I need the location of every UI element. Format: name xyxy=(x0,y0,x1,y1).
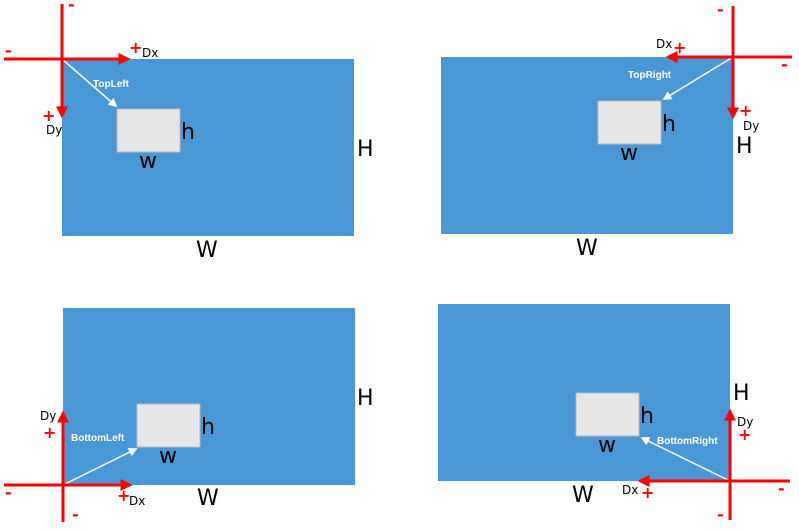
corner-label: BottomRight xyxy=(657,436,718,447)
inner-width-label: w xyxy=(598,433,616,458)
dx-label: Dx xyxy=(129,494,145,508)
inner-rect xyxy=(575,392,640,437)
y-positive-sign: + xyxy=(43,423,56,442)
corner-label: BottomLeft xyxy=(71,433,125,444)
y-negative-sign: - xyxy=(72,505,79,524)
width-label: W xyxy=(196,238,218,263)
dx-label: Dx xyxy=(142,46,158,60)
width-label: W xyxy=(197,486,219,511)
dy-label: Dy xyxy=(743,119,759,133)
corner-label: TopLeft xyxy=(93,79,130,90)
diagram-bottom-right: BottomRight - + Dx - + Dy h w H W xyxy=(438,304,790,524)
corner-label: TopRight xyxy=(628,70,672,81)
dx-label: Dx xyxy=(656,37,672,51)
corner-arrow xyxy=(62,448,138,486)
x-negative-sign: - xyxy=(778,479,785,498)
inner-rect xyxy=(136,403,201,448)
inner-width-label: w xyxy=(139,149,157,174)
canvas-rect xyxy=(63,308,355,485)
y-negative-sign: - xyxy=(68,0,75,14)
inner-rect xyxy=(116,108,181,153)
diagram-bottom-left: BottomLeft - + Dx - + Dy h w H W xyxy=(4,308,374,524)
x-positive-sign: + xyxy=(641,483,654,502)
inner-width-label: w xyxy=(159,444,177,469)
inner-height-label: h xyxy=(640,404,654,429)
y-negative-sign: - xyxy=(717,0,724,19)
height-label: H xyxy=(357,137,374,162)
inner-width-label: w xyxy=(620,141,638,166)
corner-arrow xyxy=(61,58,118,108)
dx-label: Dx xyxy=(622,483,638,497)
inner-height-label: h xyxy=(181,120,195,145)
width-label: W xyxy=(576,236,598,261)
diagram-top-right: TopRight - + Dx - + Dy h w H W xyxy=(441,0,792,261)
x-positive-sign: + xyxy=(673,38,686,57)
height-label: H xyxy=(733,381,750,406)
width-label: W xyxy=(572,483,594,508)
inner-rect xyxy=(597,100,662,145)
dy-label: Dy xyxy=(737,415,753,429)
inner-height-label: h xyxy=(662,112,676,137)
corner-arrow xyxy=(640,437,731,482)
y-positive-sign: + xyxy=(739,101,752,120)
dy-label: Dy xyxy=(40,409,56,423)
inner-height-label: h xyxy=(201,415,215,440)
height-label: H xyxy=(357,386,374,411)
y-negative-sign: - xyxy=(717,505,724,524)
y-positive-sign: + xyxy=(738,425,751,444)
corner-arrow xyxy=(662,56,734,100)
x-negative-sign: - xyxy=(5,41,12,60)
x-negative-sign: - xyxy=(5,483,12,502)
x-positive-sign: + xyxy=(129,38,142,57)
x-negative-sign: - xyxy=(781,55,788,74)
diagram-top-left: TopLeft - + Dx - + Dy h w H W xyxy=(4,0,374,263)
height-label: H xyxy=(736,134,753,159)
canvas-rect xyxy=(62,59,354,236)
y-positive-sign: + xyxy=(42,106,55,125)
dy-label: Dy xyxy=(46,123,62,137)
x-positive-sign: + xyxy=(117,486,130,505)
